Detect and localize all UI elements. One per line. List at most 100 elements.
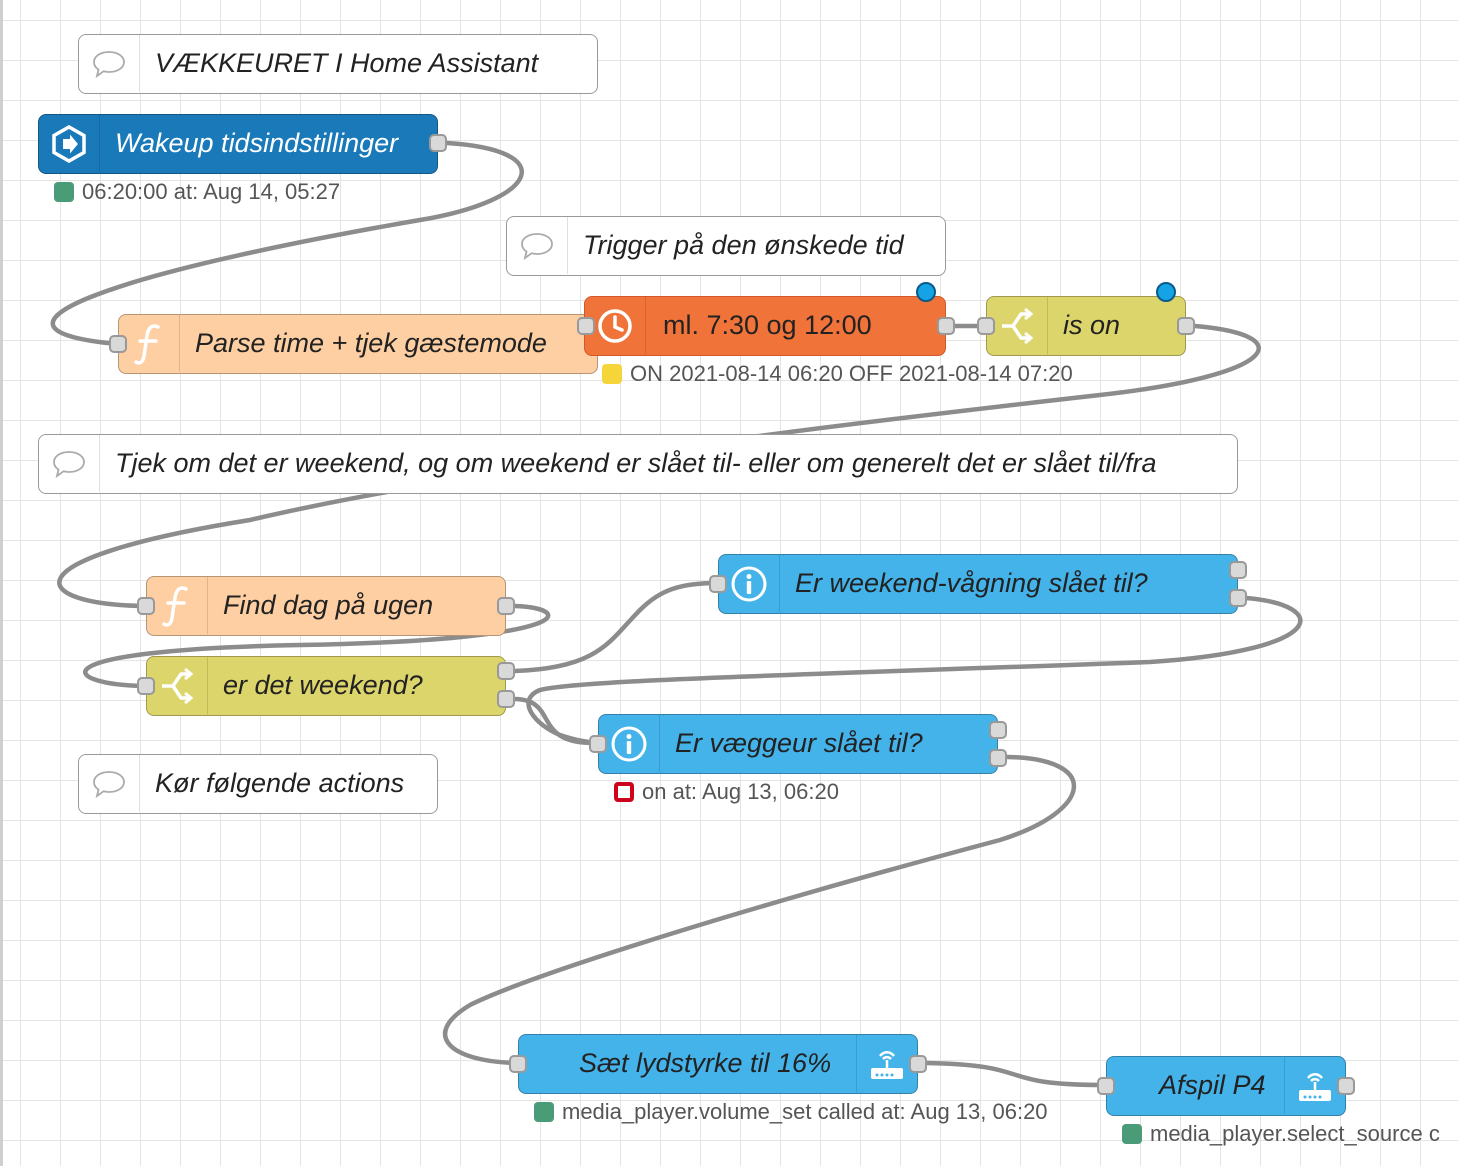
vaeggeur-label: Er væggeur slået til? — [675, 728, 923, 758]
afspil-node[interactable]: Afspil P4 — [1106, 1056, 1346, 1116]
comment-label: Trigger på den ønskede tid — [583, 230, 904, 260]
vaeggeur-input-port[interactable] — [589, 735, 607, 753]
weekend-output-port-1[interactable] — [497, 662, 515, 680]
volume-label: Sæt lydstyrke til 16% — [579, 1048, 832, 1078]
comment-node-vaekkeuret[interactable]: VÆKKEURET I Home Assistant — [78, 34, 598, 94]
vaeggeur-output-port-1[interactable] — [989, 721, 1007, 739]
arrow-right-hexagon-icon — [52, 124, 86, 163]
vaeggeur-status: on at: Aug 13, 06:20 — [614, 779, 839, 805]
weekendvag-input-port[interactable] — [709, 575, 727, 593]
weekend-label: er det weekend? — [223, 670, 423, 700]
timer-output-port[interactable] — [937, 317, 955, 335]
canvas-left-border — [0, 0, 3, 1166]
finddag-label: Find dag på ugen — [223, 590, 434, 620]
parse-icon-box — [119, 315, 180, 372]
vaeggeur-node[interactable]: Er væggeur slået til? — [598, 714, 998, 774]
finddag-input-port[interactable] — [137, 597, 155, 615]
weekendvag-icon-box — [719, 555, 780, 612]
wire-finddag-weekend[interactable] — [83, 603, 551, 689]
router-icon — [1299, 1072, 1331, 1101]
volume-input-port[interactable] — [509, 1055, 527, 1073]
timer-changed-indicator — [916, 282, 936, 302]
comment-node-tjek-weekend[interactable]: Tjek om det er weekend, og om weekend er… — [38, 434, 1238, 494]
timer-input-port[interactable] — [577, 317, 595, 335]
router-icon — [871, 1050, 903, 1079]
volume-icon-box — [856, 1035, 917, 1092]
weekend-output-port-2[interactable] — [497, 690, 515, 708]
volume-status: media_player.volume_set called at: Aug 1… — [534, 1099, 1048, 1125]
status-dot-green — [534, 1102, 554, 1122]
speech-bubble-icon — [93, 50, 125, 78]
parse-node[interactable]: Parse time + tjek gæstemode — [118, 314, 598, 374]
timer-label: ml. 7:30 og 12:00 — [663, 310, 872, 340]
ison-output-port[interactable] — [1177, 317, 1195, 335]
wakeup-status: 06:20:00 at: Aug 14, 05:27 — [54, 179, 340, 205]
clock-icon — [598, 308, 632, 343]
weekendvag-output-port-2[interactable] — [1229, 589, 1247, 607]
comment-icon-box — [39, 435, 100, 492]
afspil-input-port[interactable] — [1097, 1077, 1115, 1095]
wire-volume-afspil[interactable] — [923, 1060, 1108, 1088]
weekend-icon-box — [147, 657, 208, 714]
speech-bubble-icon — [521, 232, 553, 260]
weekendvag-label: Er weekend-vågning slået til? — [795, 568, 1148, 598]
ison-node[interactable]: is on — [986, 296, 1186, 356]
wire-weekend-weekendvag[interactable] — [512, 580, 721, 674]
status-dot-green — [54, 182, 74, 202]
vaeggeur-output-port-2[interactable] — [989, 749, 1007, 767]
info-icon — [611, 726, 647, 761]
status-dot-red-ring — [614, 782, 634, 802]
wire-vaeggeur-volume[interactable] — [443, 754, 1077, 1066]
wakeup-node[interactable]: Wakeup tidsindstillinger — [38, 114, 438, 174]
wakeup-output-port[interactable] — [429, 134, 447, 152]
status-dot-green — [1122, 1124, 1142, 1144]
comment-label: Kør følgende actions — [155, 768, 405, 798]
timer-status-text: ON 2021-08-14 06:20 OFF 2021-08-14 07:20 — [630, 361, 1073, 386]
comment-node-trigger[interactable]: Trigger på den ønskede tid — [506, 216, 946, 276]
afspil-output-port[interactable] — [1337, 1077, 1355, 1095]
ison-input-port[interactable] — [977, 317, 995, 335]
volume-output-port[interactable] — [909, 1055, 927, 1073]
switch-icon — [1002, 307, 1034, 344]
comment-icon-box — [507, 217, 568, 274]
ison-changed-indicator — [1156, 282, 1176, 302]
parse-input-port[interactable] — [109, 335, 127, 353]
function-icon — [162, 585, 188, 627]
finddag-node[interactable]: Find dag på ugen — [146, 576, 506, 636]
weekend-node[interactable]: er det weekend? — [146, 656, 506, 716]
function-icon — [134, 323, 160, 365]
wakeup-label: Wakeup tidsindstillinger — [115, 128, 399, 158]
ison-icon-box — [987, 297, 1048, 354]
weekendvag-output-port-1[interactable] — [1229, 561, 1247, 579]
ison-label: is on — [1063, 310, 1121, 340]
timer-status: ON 2021-08-14 06:20 OFF 2021-08-14 07:20 — [602, 361, 1073, 387]
volume-node[interactable]: Sæt lydstyrke til 16% — [518, 1034, 918, 1094]
comment-node-actions[interactable]: Kør følgende actions — [78, 754, 438, 814]
finddag-icon-box — [147, 577, 208, 634]
switch-icon — [162, 667, 194, 704]
speech-bubble-icon — [93, 770, 125, 798]
info-icon — [731, 566, 767, 601]
vaeggeur-icon-box — [599, 715, 660, 772]
timer-node[interactable]: ml. 7:30 og 12:00 — [584, 296, 946, 356]
afspil-icon-box — [1284, 1057, 1345, 1114]
comment-label: Tjek om det er weekend, og om weekend er… — [115, 448, 1157, 478]
comment-icon-box — [79, 35, 140, 92]
wakeup-status-text: 06:20:00 at: Aug 14, 05:27 — [82, 179, 341, 204]
afspil-status: media_player.select_source c — [1122, 1121, 1458, 1147]
comment-label: VÆKKEURET I Home Assistant — [155, 48, 539, 78]
weekendvag-node[interactable]: Er weekend-vågning slået til? — [718, 554, 1238, 614]
afspil-status-text: media_player.select_source c — [1150, 1121, 1440, 1146]
timer-icon-box — [585, 297, 646, 354]
vaeggeur-status-text: on at: Aug 13, 06:20 — [642, 779, 839, 804]
parse-label: Parse time + tjek gæstemode — [195, 328, 547, 358]
wire-weekendvag-vaeggeur[interactable] — [526, 595, 1303, 746]
wire-wakeup-parse[interactable] — [50, 140, 524, 347]
weekend-input-port[interactable] — [137, 677, 155, 695]
speech-bubble-icon — [53, 450, 85, 478]
comment-icon-box — [79, 755, 140, 812]
status-dot-yellow — [602, 364, 622, 384]
volume-status-text: media_player.volume_set called at: Aug 1… — [562, 1099, 1048, 1124]
finddag-output-port[interactable] — [497, 597, 515, 615]
afspil-label: Afspil P4 — [1159, 1070, 1266, 1100]
